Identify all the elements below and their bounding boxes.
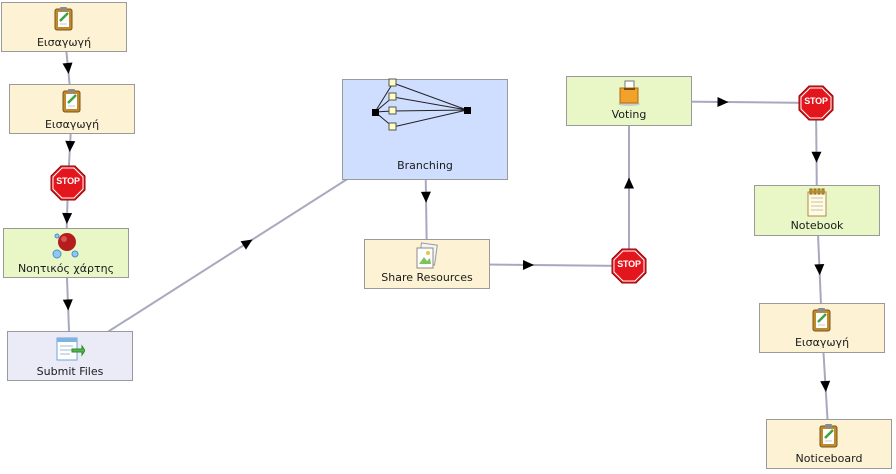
- transition-arrow: [814, 264, 825, 276]
- stop-sign-icon: [798, 85, 834, 121]
- clipboard-icon: [62, 89, 81, 113]
- activity-node-mindmap[interactable]: Νοητικός χάρτης: [3, 228, 129, 278]
- stop-sign-icon: [611, 248, 647, 284]
- activity-label: Notebook: [790, 219, 844, 232]
- transition-arrow: [62, 212, 73, 224]
- clipboard-icon: [819, 424, 838, 448]
- transition-arrow: [811, 151, 822, 163]
- transition-arrow: [420, 191, 431, 203]
- stop-gate-2[interactable]: STOP: [611, 248, 647, 284]
- share-resources-icon: [416, 242, 438, 269]
- transition-arrow: [624, 177, 634, 189]
- stop-label: STOP: [804, 96, 828, 106]
- clipboard-icon: [812, 308, 831, 332]
- activity-node-share-resources[interactable]: Share Resources: [364, 239, 490, 289]
- activity-label: Voting: [611, 108, 647, 121]
- activity-node-eisagogi-2[interactable]: Εισαγωγή: [9, 84, 135, 134]
- activity-label: Branching: [397, 159, 453, 172]
- activity-label: Εισαγωγή: [36, 36, 92, 49]
- stop-label: STOP: [56, 176, 80, 186]
- activity-node-voting[interactable]: Voting: [566, 76, 692, 126]
- activity-node-eisagogi-1[interactable]: Εισαγωγή: [1, 2, 127, 52]
- activity-label: Noticeboard: [795, 452, 863, 465]
- notebook-icon: [807, 188, 827, 217]
- activity-node-submit-files[interactable]: Submit Files: [7, 331, 133, 381]
- activity-node-branching[interactable]: Branching: [342, 78, 508, 180]
- stop-sign-icon: [50, 165, 86, 201]
- transition-arrow: [62, 62, 73, 74]
- transition-arrow: [717, 96, 729, 107]
- stop-label: STOP: [617, 259, 641, 269]
- transition-arrow: [240, 239, 253, 250]
- branching-icon: [372, 78, 471, 131]
- activity-label: Submit Files: [36, 365, 104, 378]
- ballot-box-icon: [618, 80, 640, 106]
- transition-arrow: [65, 140, 76, 152]
- activity-node-noticeboard[interactable]: Noticeboard: [766, 419, 892, 469]
- stop-gate-1[interactable]: STOP: [50, 165, 86, 201]
- transition-arrow: [62, 299, 73, 311]
- activity-label: Εισαγωγή: [44, 118, 100, 131]
- clipboard-icon: [54, 7, 73, 31]
- stop-gate-3[interactable]: STOP: [798, 85, 834, 121]
- submit-files-icon: [56, 337, 85, 361]
- activity-node-notebook[interactable]: Notebook: [754, 185, 880, 236]
- activity-label: Εισαγωγή: [794, 336, 850, 349]
- transition-arrow: [820, 380, 831, 392]
- mindmap-icon: [52, 233, 79, 259]
- activity-node-eisagogi-3[interactable]: Εισαγωγή: [759, 303, 885, 353]
- activity-label: Share Resources: [381, 271, 473, 284]
- activity-label: Νοητικός χάρτης: [17, 262, 115, 275]
- transition-arrow: [522, 259, 534, 270]
